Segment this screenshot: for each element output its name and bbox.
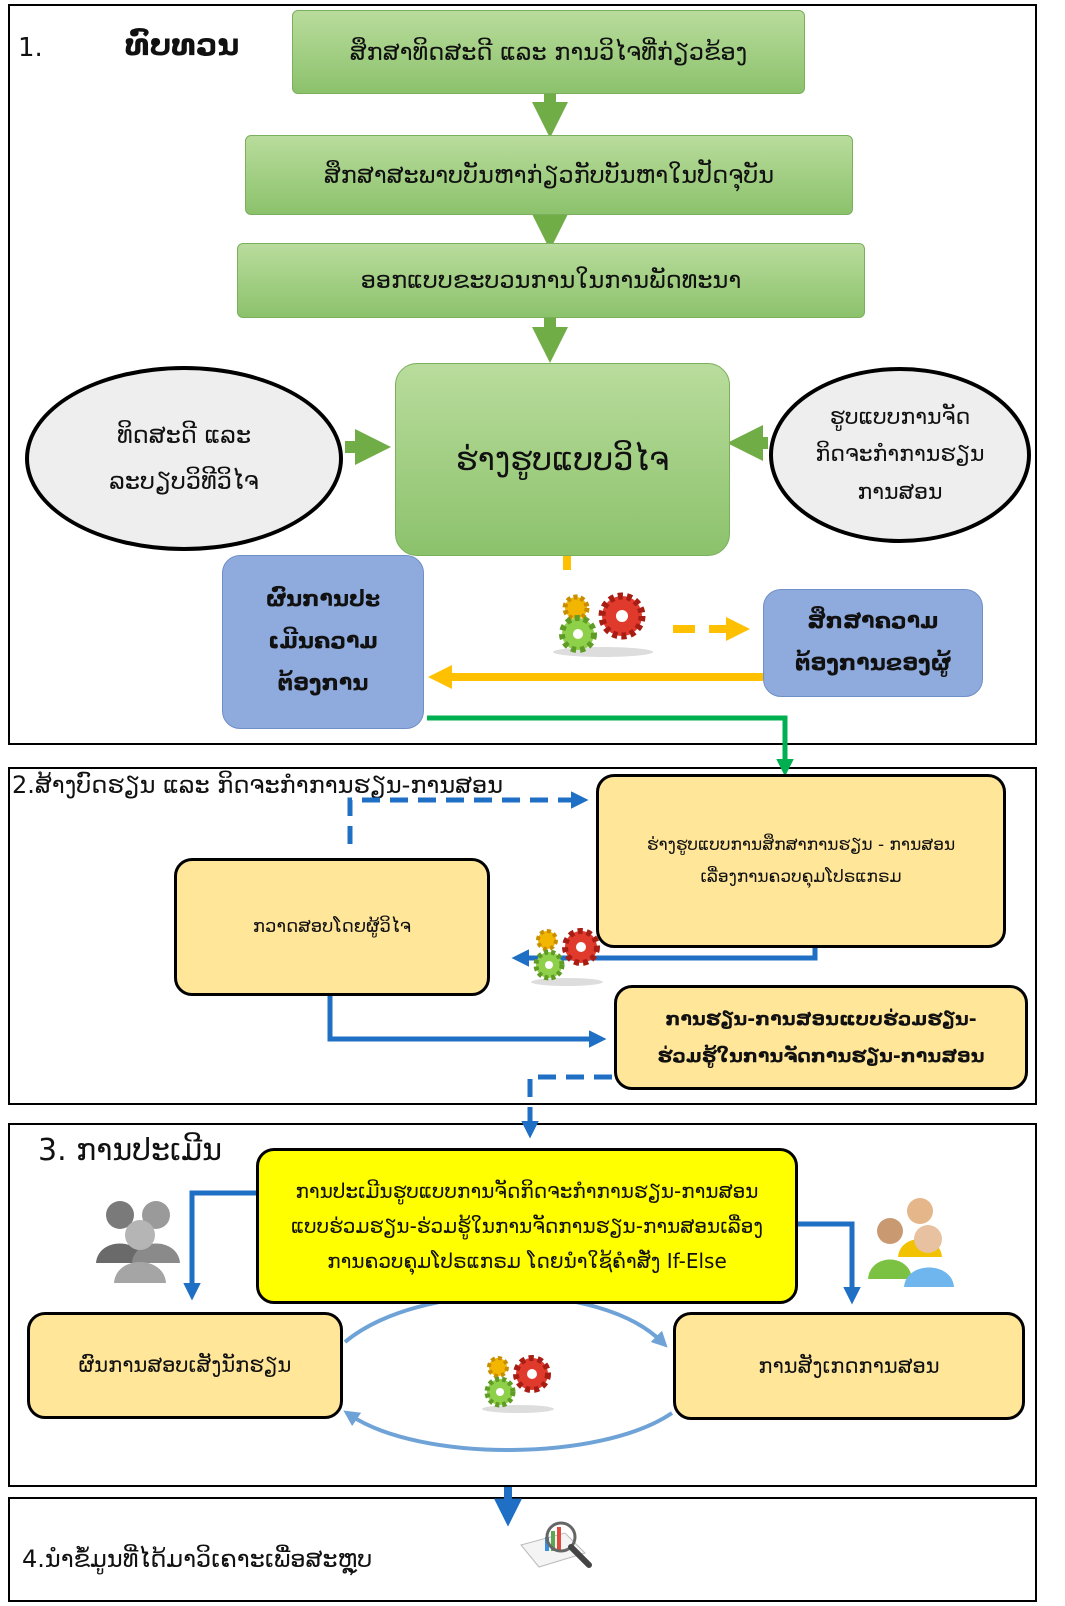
node-researcher-check: ກວາດສອບໂດຍຜູ້ວິໄຈ (174, 858, 490, 996)
node-draft-model: ຮ່າງຮູບແບບວິໄຈ (395, 363, 730, 556)
people-group-icon (88, 1185, 188, 1285)
node-design-process: ອອກແບບຂະບວນການໃນການພັດທະນາ (237, 243, 865, 318)
node-study-needs: ສຶກສາຄວາມ ຕ້ອງການຂອງຜູ້ (763, 589, 983, 697)
arrow-13 (521, 1074, 612, 1139)
node-study-problems: ສຶກສາສະພາບບັນຫາກ່ຽວກັບບັນຫາໃນປັດຈຸບັນ (245, 135, 853, 215)
arrow-12 (327, 996, 607, 1048)
node-draft-lesson-model: ຮ່າງຮູບແບບການສຶກສາການຮຽນ - ການສອນ ເລື່ອງ… (596, 774, 1006, 948)
section-1-number: 1. (18, 33, 43, 63)
arrow-9 (427, 715, 794, 777)
node-teaching-models: ຮູບແບບການຈັດ ກິດຈະກໍາການຮຽນ ການສອນ (769, 367, 1031, 543)
node-theory-methods: ທິດສະດີ ແລະ ລະບຽບວິທີວິໄຈ (25, 366, 343, 551)
gears-icon-2 (527, 925, 607, 987)
node-needs-assessment: ຜົນການປະ ເມີນຄວາມ ຕ້ອງການ (222, 555, 424, 729)
section-3-title: 3. ການປະເມີນ (38, 1133, 222, 1168)
people-color-icon (862, 1187, 962, 1287)
arrow-10 (347, 791, 589, 844)
arrow-15 (798, 1221, 861, 1305)
section-2-title: 2.ສ້າງບົດຮຽນ ແລະ ກິດຈະກໍາການຮຽນ-ການສອນ (12, 771, 504, 799)
node-collab-learning: ການຮຽນ-ການສອນແບບຮ່ວມຮຽນ- ຮ່ວມຮູ້ໃນການຈັດ… (614, 985, 1028, 1090)
gears-icon (548, 590, 658, 658)
gears-icon-3 (478, 1352, 558, 1414)
section-4-title: 4.ນໍາຂໍ້ມູນທີ່ໄດ້ມາວິເຄາະເພື່ອສະຫຼຸບ (22, 1545, 373, 1573)
node-teaching-observation: ການສັງເກດການສອນ (673, 1312, 1025, 1420)
section-1-title: ທົບທວນ (125, 28, 240, 63)
arrow-17 (343, 1410, 674, 1452)
section-4-frame (8, 1497, 1037, 1602)
node-evaluation: ການປະເມີນຮູບແບບການຈັດກິດຈະກໍາການຮຽນ-ການສ… (256, 1148, 798, 1304)
node-student-results: ຜົນການສອບເສັງນັກຮຽນ (27, 1312, 343, 1419)
analysis-magnifier-icon (515, 1515, 605, 1575)
arrow-11 (511, 947, 818, 967)
arrow-14 (183, 1190, 260, 1301)
node-review-literature: ສຶກສາທິດສະດີ ແລະ ການວິໄຈທີ່ກ່ຽວຂ້ອງ (292, 10, 805, 94)
